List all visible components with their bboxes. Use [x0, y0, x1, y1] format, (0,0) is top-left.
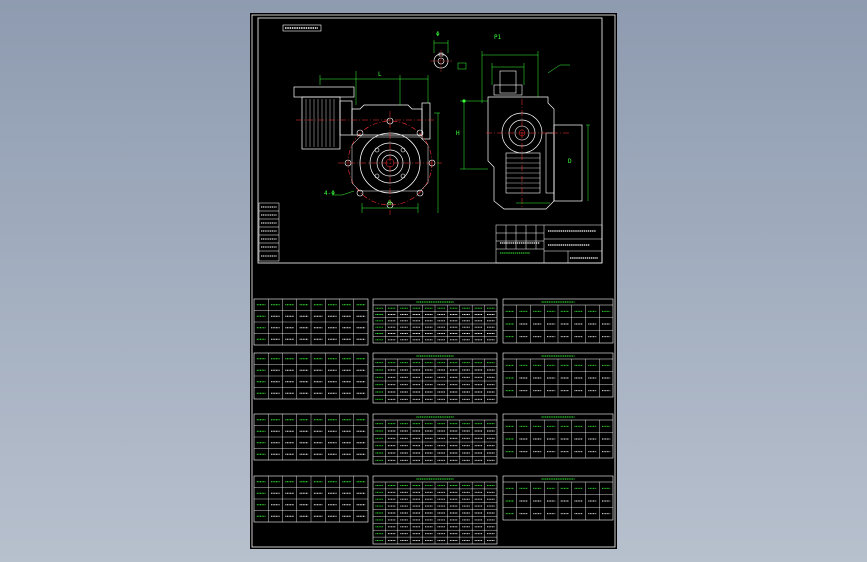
revision-strip: [258, 202, 280, 262]
dim-label-h: H: [456, 130, 460, 137]
keyway-detail: [430, 40, 467, 72]
front-view: [293, 71, 442, 215]
dim-label-b: B: [388, 200, 392, 207]
side-view: [460, 51, 590, 210]
drawing-sheet: P1 Φ 4-Φ B H L D: [250, 13, 617, 549]
dim-label-phi: Φ: [436, 31, 440, 38]
outer-frame: [251, 14, 616, 548]
dim-label-4-phi: 4-Φ: [324, 190, 335, 197]
title-block: [495, 224, 603, 264]
dim-label-l: L: [378, 71, 382, 78]
drawing-frame: [257, 17, 603, 264]
spec-tables-layer: [253, 298, 614, 545]
drawing-canvas: [251, 14, 616, 548]
dim-label-p1: P1: [494, 34, 502, 41]
dim-label-d: D: [568, 158, 572, 165]
